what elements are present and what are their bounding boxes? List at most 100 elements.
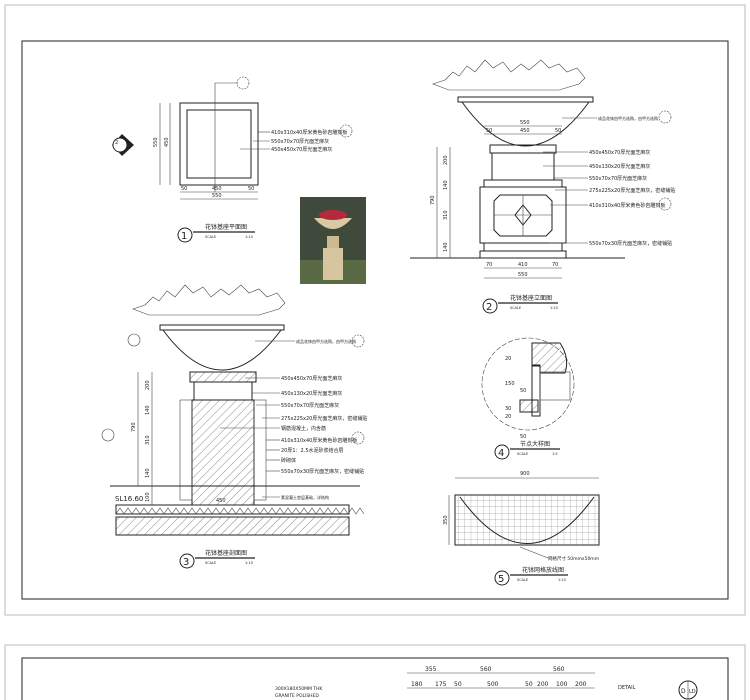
scale-label: SCALE [510,306,521,310]
dim: 500 [487,681,499,688]
drawing-number: 4 [498,448,504,459]
dim: 560 [480,666,492,673]
plan-view: 550 450 50 450 50 550 410x310x40厚米黄色砂岩雕刻… [112,76,353,243]
dim: 140 [145,405,151,415]
callout: 450x130x20厚光面芝麻灰 [589,163,650,170]
callout: 550x70x70厚光面芝麻灰 [271,138,329,145]
dim: 100 [145,492,151,502]
drawing-number: 1 [181,231,187,242]
dim: 50 [520,434,526,440]
callout: 550x70x70厚光面芝麻灰 [589,175,647,182]
callout: 20厚1：2.5水泥砂浆结合层 [281,447,344,454]
callout: 成品花钵由甲方选购，由甲方选购 [598,115,658,121]
bowl-profile [459,496,595,544]
drawing-number-badge [494,570,510,586]
drawing-title: 花钵基座剖面图 [205,549,247,557]
drawing-number-badge [482,298,498,314]
plant-foliage [132,284,286,316]
svg-text:2: 2 [115,140,118,146]
dim: 450 [216,498,226,504]
dim: 450 [520,128,530,134]
dim: 20 [505,356,511,362]
dim: 140 [443,242,449,252]
scale-value: 1:10 [558,578,566,582]
dim: 560 [553,666,565,673]
dim: 70 [552,262,558,268]
dim: 70 [486,262,492,268]
material-note: GRANITE POLISHED [275,693,319,699]
callout: 450x450x70厚光面芝麻灰 [281,375,342,382]
reference-photo [300,197,366,284]
flower-bowl [162,329,282,371]
callout: 素混凝土垫层基础，详结构 [281,494,329,500]
drawing-number: 5 [498,574,504,585]
dim: 310 [443,210,449,220]
detail-marker-icon [658,110,672,124]
callout: 砖砌体 [281,457,296,464]
dim: 140 [145,468,151,478]
dim: 355 [425,666,437,673]
drawing-title: 花钵基座平面图 [205,223,247,231]
callout: 410x310x40厚米黄色砂岩雕刻板 [281,437,357,444]
scale-value: 1:10 [550,306,558,310]
callout: 成品花钵由甲方选购，由甲方选购 [296,338,356,344]
plant-foliage [432,59,586,91]
scale-label: SCALE [205,235,216,239]
callout: 550x70x70厚光面芝麻灰 [281,402,339,409]
dim: 410 [518,262,528,268]
scale-label: SCALE [517,452,528,456]
detail-marker-icon [127,333,141,347]
dim: 550 [520,120,530,126]
detail-marker-icon [351,431,365,445]
dim: 50 [555,128,561,134]
sheet2-frame [4,644,746,700]
dim: 100 [556,681,568,688]
dim: 20 [505,414,511,420]
section-marker-icon [236,76,250,90]
drawing-number-badge [177,227,193,243]
detail-label: DETAIL [618,685,636,691]
drawing-number-badge [179,553,195,569]
dim-total-height: 790 [131,422,137,432]
section-view: 790 200 140 310 140 100 450 SL16.60 成品花钵… [101,284,367,569]
drawing-title: 花钵网格放线图 [522,566,564,574]
dim-right: 50 [248,186,254,192]
drawing-number: 3 [183,557,189,568]
dim-inner-width: 450 [212,186,222,192]
scale-label: SCALE [517,578,528,582]
grid-view: 900 350 网格尺寸 50mmx50mm 5 花钵网格放线图 SCALE 1… [443,471,600,586]
drawing-title: 花钵基座立面图 [510,294,552,302]
plan-inner [186,109,252,179]
dim: 150 [505,381,515,387]
material-note: 300X180X50MM THK [275,686,323,692]
detail-marker-icon [339,124,353,138]
callout: 410x310x40厚米黄色砂岩雕刻板 [271,129,347,136]
detail-marker-icon [101,428,115,442]
dim-inner-height: 450 [164,137,170,147]
callout: 275x225x20厚光面芝麻灰，密缝铺贴 [589,187,675,194]
dim: 200 [145,380,151,390]
callout: 550x70x30厚光面芝麻灰，密缝铺贴 [589,240,672,247]
dim-total-height: 790 [430,195,436,205]
dim: 200 [537,681,549,688]
dim-left: 50 [181,186,187,192]
sheet1-border [21,40,729,600]
dim: 30 [505,406,511,412]
sheet2-content: 300X180X50MM THK GRANITE POLISHED 355 56… [275,666,698,700]
elevation-view: 550 450 50 50 790 200 140 310 140 70 410… [410,59,675,314]
dim: 200 [443,155,449,165]
scale-label: SCALE [205,561,216,565]
dim: 50 [454,681,462,688]
dim: 550 [518,272,528,278]
dim-width: 900 [520,471,530,477]
callout: 450x130x20厚光面芝麻灰 [281,390,342,397]
sheet2-border [21,657,729,700]
dim: 175 [435,681,447,688]
dim: 50 [486,128,492,134]
scale-value: 1:10 [245,235,253,239]
detail-view: 20 150 50 30 20 50 4 节点大样图 SCALE 1:5 [481,337,575,460]
dim: 50 [520,388,526,394]
flower-bowl [461,101,590,147]
detail-marker-icon [658,197,672,211]
